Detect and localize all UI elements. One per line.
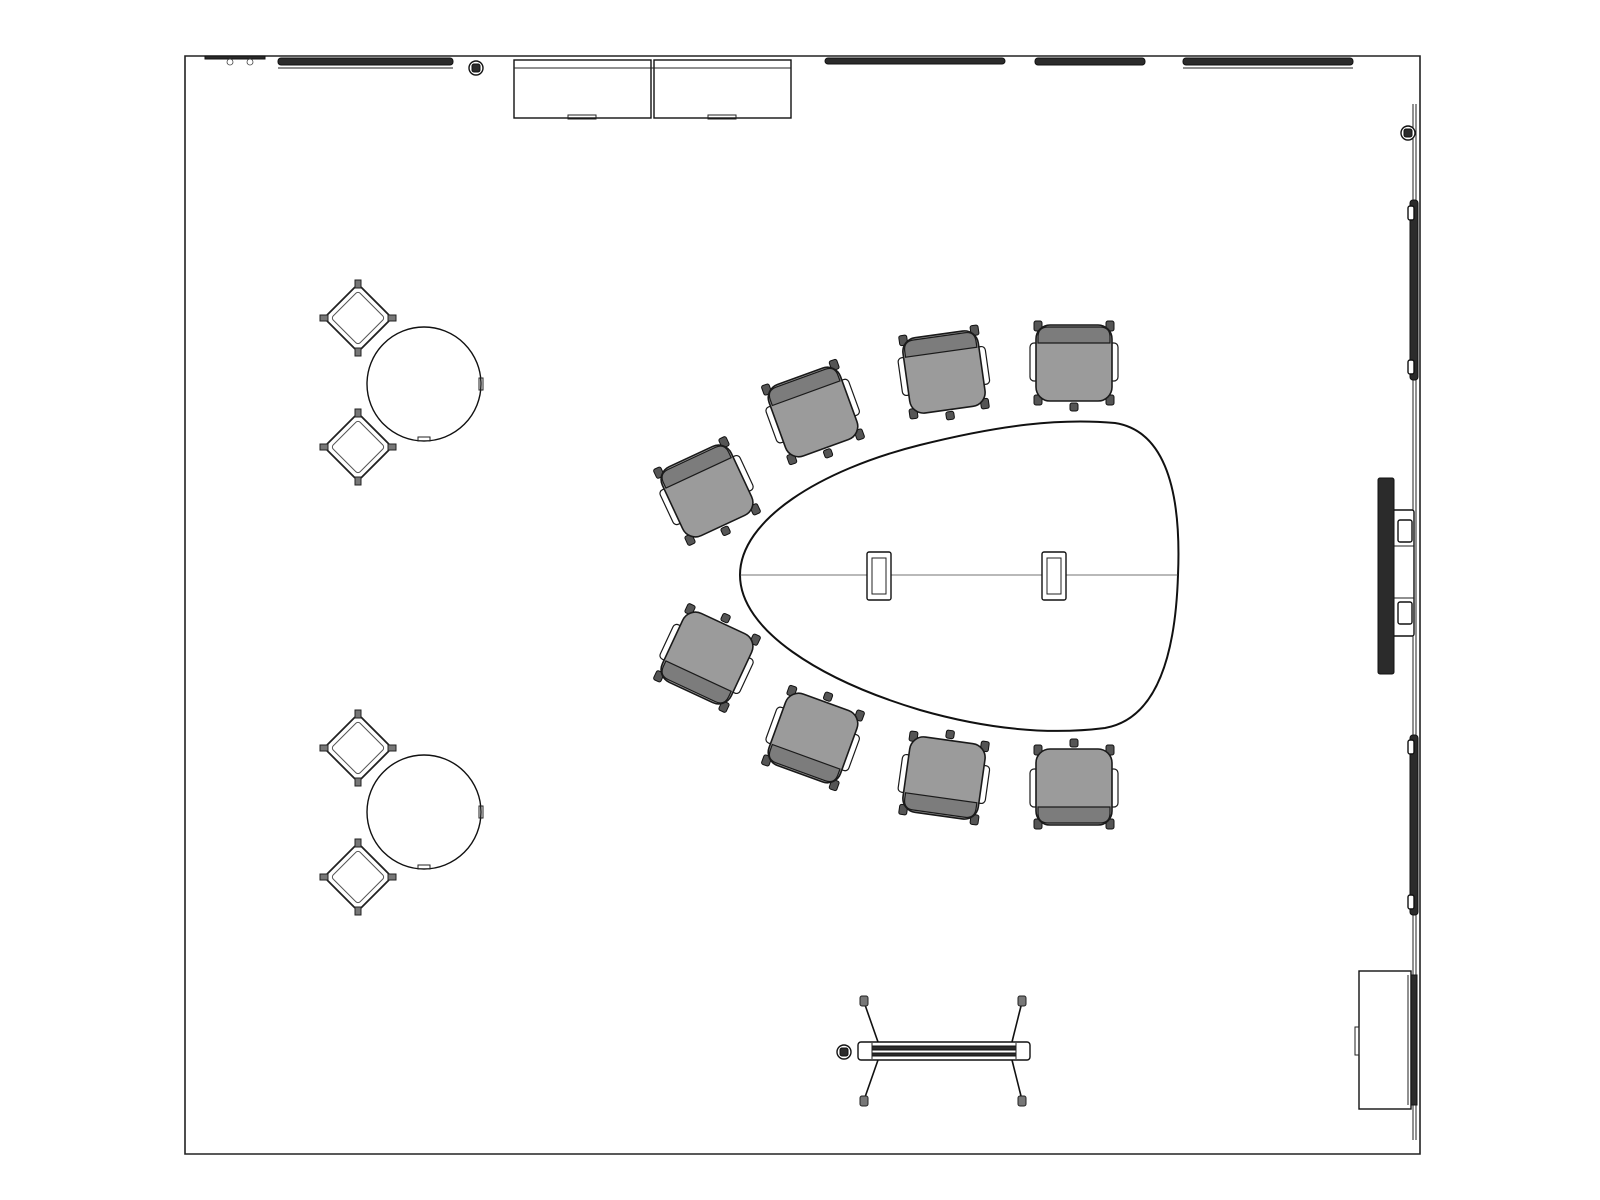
task-chair [893, 723, 996, 827]
task-chair [648, 433, 768, 554]
cable-port-icon [1041, 551, 1067, 601]
task-chair [893, 323, 996, 427]
right-wall-windows [1407, 199, 1419, 916]
outlet-icon [1400, 125, 1416, 141]
side-cabinet [1354, 970, 1418, 1110]
lounge-group-lower [319, 709, 484, 916]
task-chair [648, 595, 768, 716]
lounge-group-upper [319, 279, 484, 486]
task-chair [756, 356, 872, 473]
task-chair [1029, 320, 1119, 412]
top-wall-windows [204, 55, 1354, 69]
task-chair [1029, 738, 1119, 830]
mobile-whiteboard [836, 995, 1031, 1107]
outlet-icon [836, 1044, 852, 1060]
wall-display [1377, 477, 1415, 675]
storage-cabinet [513, 59, 792, 120]
conference-table [738, 420, 1180, 732]
cable-port-icon [866, 551, 892, 601]
outlet-icon [468, 60, 484, 76]
task-chair [756, 677, 872, 794]
